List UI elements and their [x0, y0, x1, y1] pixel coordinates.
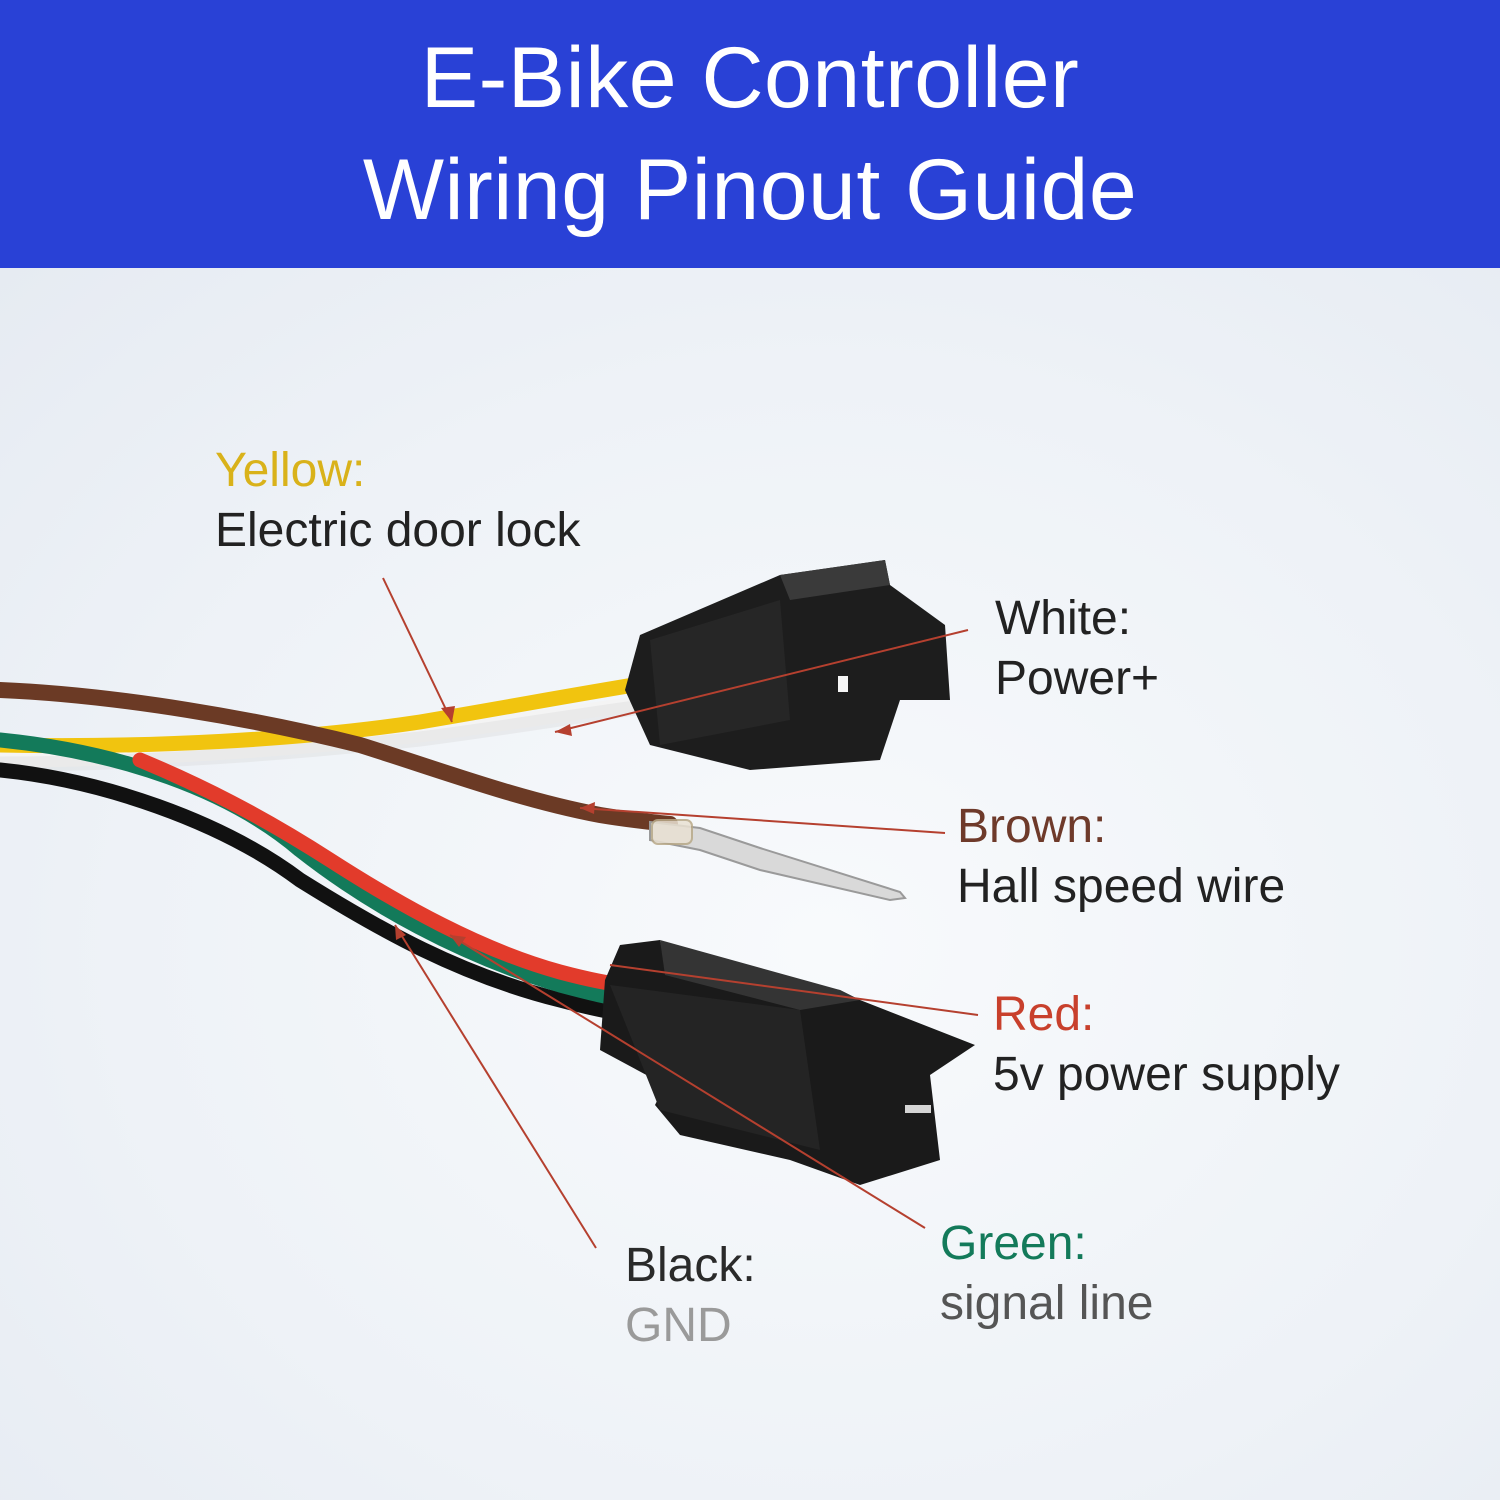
lower-wire-bundle [0, 732, 638, 1023]
label-white: White: Power+ [995, 589, 1159, 709]
label-green-color: Green: [940, 1217, 1087, 1270]
yellow-wire [0, 672, 673, 754]
label-brown-desc: Hall speed wire [957, 860, 1286, 913]
leader-brown [579, 807, 946, 834]
leader-yellow [382, 577, 453, 723]
label-brown-color: Brown: [957, 800, 1107, 853]
leader-black [394, 924, 597, 1249]
hall-pin-terminal [649, 819, 907, 902]
label-red-desc: 5v power supply [993, 1048, 1340, 1101]
label-black-desc: GND [625, 1299, 732, 1352]
label-red: Red: 5v power supply [993, 985, 1340, 1105]
label-white-color: White: [995, 592, 1132, 645]
upper-connector [625, 560, 950, 770]
label-black: Black: GND [625, 1236, 756, 1356]
label-yellow: Yellow: Electric door lock [215, 441, 580, 561]
title-line-1: E-Bike Controller [420, 30, 1080, 126]
label-black-color: Black: [625, 1239, 756, 1292]
leader-green [449, 934, 926, 1229]
diagram-area [0, 268, 1500, 1500]
leader-red [609, 964, 979, 1016]
label-yellow-desc: Electric door lock [215, 504, 581, 557]
title-line-2: Wiring Pinout Guide [362, 142, 1138, 238]
label-white-desc: Power+ [995, 652, 1160, 705]
label-brown: Brown: Hall speed wire [957, 797, 1285, 917]
label-yellow-color: Yellow: [215, 444, 366, 497]
title-banner: E-Bike Controller Wiring Pinout Guide [0, 0, 1500, 268]
label-green-desc: signal line [940, 1277, 1154, 1330]
label-red-color: Red: [993, 988, 1095, 1041]
lower-connector [600, 940, 975, 1185]
brown-wire [0, 682, 678, 832]
leader-white [554, 629, 969, 733]
leader-arrowheads [395, 706, 595, 947]
black-wire [0, 762, 638, 1023]
label-green: Green: signal line [940, 1214, 1153, 1334]
leader-lines [382, 577, 979, 1249]
red-wire [132, 752, 638, 994]
